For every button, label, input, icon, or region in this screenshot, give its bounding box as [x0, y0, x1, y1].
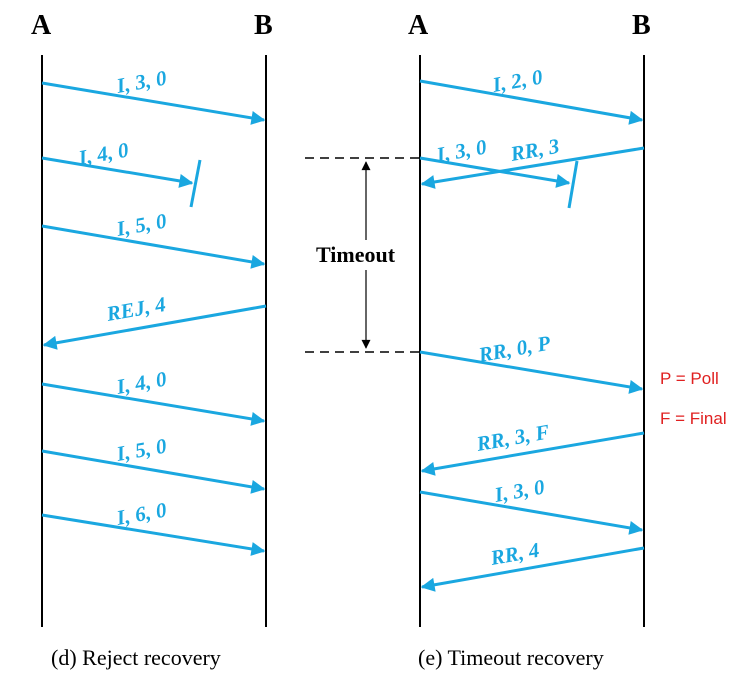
- d-arrow-3: [41, 224, 266, 269]
- panel-e-node-a: A: [408, 10, 429, 41]
- d-arrow-7: [41, 513, 266, 556]
- d-arrow-2: [41, 156, 194, 188]
- d-msg-3: I, 5, 0: [114, 208, 169, 241]
- d-msg-1: I, 3, 0: [114, 65, 169, 98]
- timeout-label-bg: [316, 240, 408, 270]
- e-arrow-4: [419, 350, 644, 394]
- panel-e-caption: (e) Timeout recovery: [418, 645, 604, 670]
- d-msg-5: I, 4, 0: [114, 366, 169, 399]
- legend-poll: P = Poll: [660, 369, 719, 388]
- e-arrow-6: [419, 490, 644, 535]
- panel-d-node-a: A: [31, 10, 52, 41]
- d-msg-6: I, 5, 0: [114, 433, 169, 466]
- d-arrow-4: [42, 304, 267, 350]
- d-arrow-5: [41, 382, 266, 426]
- e-arrow-2: [419, 156, 571, 188]
- e-arrow-7: [420, 546, 645, 592]
- d-arrow-6: [41, 449, 266, 494]
- e-arrow-3: [420, 146, 645, 189]
- e-msg-2: I, 3, 0: [434, 134, 489, 167]
- d-lost-marker-1: [189, 159, 202, 208]
- d-arrow-1: [41, 81, 266, 125]
- d-msg-2: I, 4, 0: [76, 137, 131, 170]
- panel-e-node-b: B: [632, 10, 651, 41]
- e-lost-marker-1: [567, 160, 579, 209]
- e-arrow-1: [419, 79, 644, 125]
- d-msg-7: I, 6, 0: [114, 497, 169, 530]
- timeout-label: Timeout: [316, 242, 396, 267]
- legend-final: F = Final: [660, 409, 727, 428]
- e-msg-1: I, 2, 0: [490, 64, 545, 97]
- e-msg-4: RR, 0, P: [476, 331, 553, 367]
- d-msg-4: REJ, 4: [104, 292, 168, 326]
- e-msg-6: I, 3, 0: [492, 474, 547, 507]
- e-arrow-5: [420, 431, 645, 476]
- panel-d-caption: (d) Reject recovery: [51, 645, 221, 670]
- panel-d-node-b: B: [254, 10, 273, 41]
- e-msg-7: RR, 4: [488, 538, 541, 570]
